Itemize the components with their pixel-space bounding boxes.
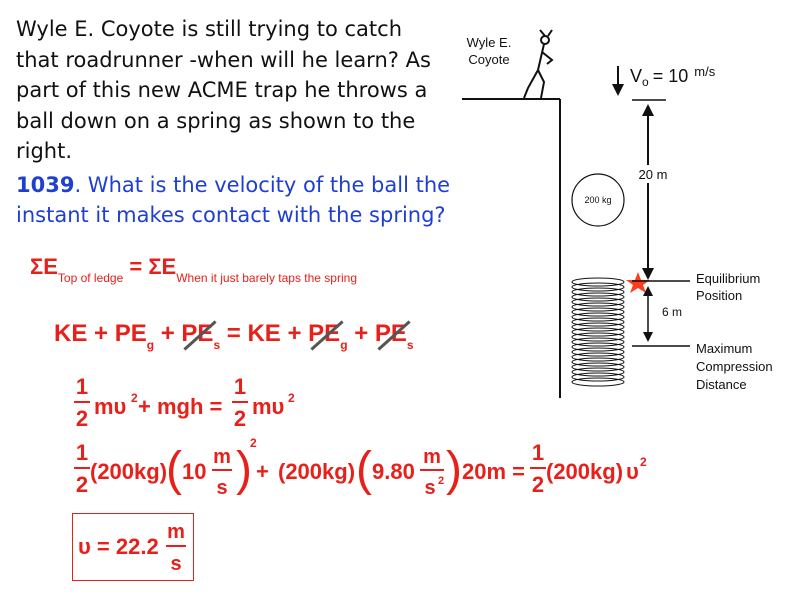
line2-plus: +	[256, 459, 269, 484]
compression-label: 6 m	[662, 305, 682, 319]
equilibrium-label-line2: Position	[696, 288, 742, 303]
velocity-value: = 10	[653, 66, 689, 86]
line2-unit1-den: s	[216, 477, 227, 499]
height-label: 20 m	[639, 167, 668, 182]
line2-unit2-num: m	[423, 446, 441, 468]
compression-arrow-up-icon	[643, 286, 653, 296]
line2-mass1: (200kg)	[90, 459, 167, 484]
line2-paren2-close: )	[446, 443, 462, 496]
max-label-line3: Distance	[696, 377, 747, 392]
answer-box	[72, 513, 194, 581]
height-arrow-up-icon	[642, 104, 654, 116]
velocity-sub: o	[642, 75, 649, 89]
line2-unit2-sq: 2	[438, 475, 444, 487]
coyote-label-line1: Wyle E.	[467, 35, 512, 50]
energy-terms-equation: KE + PEg + PEs = KE + PEg + PEs	[54, 320, 414, 352]
terms-g-left: g	[146, 338, 155, 352]
terms-pe-gravity-right-cancelled: PE	[308, 320, 341, 347]
line2-frac2-den: 2	[532, 472, 544, 497]
terms-pe-spring-left-cancelled: PE	[181, 320, 214, 347]
height-label-bg	[634, 165, 670, 183]
line2-distance: 20m =	[462, 459, 525, 484]
line1-frac2-num: 1	[234, 374, 246, 399]
line2-paren2-open: (	[356, 443, 372, 496]
answer-lhs: υ = 22.2	[78, 534, 159, 559]
intro-paragraph: Wyle E. Coyote is still trying to catch …	[16, 17, 431, 163]
energy-sum-right: = ΣE	[123, 254, 177, 279]
height-arrow-down-icon	[642, 268, 654, 280]
line2-upsilon: υ	[626, 459, 639, 484]
line2-unit2-den: s	[424, 477, 435, 499]
line2-unit1-num: m	[213, 446, 231, 468]
line2-frac1-num: 1	[76, 440, 88, 465]
terms-plus-left: +	[154, 320, 182, 347]
max-label-line1: Maximum	[696, 341, 752, 356]
line1-mv: mυ	[94, 394, 126, 419]
coyote-figure-icon	[523, 29, 554, 99]
ball	[571, 173, 625, 227]
answer-unit-den: s	[170, 553, 181, 575]
line1-mgh: + mgh =	[138, 394, 222, 419]
terms-s-right: s	[406, 338, 414, 352]
answer-unit-num: m	[167, 521, 185, 543]
line2-gravity: 9.80	[372, 459, 415, 484]
contact-star-icon	[626, 272, 650, 293]
line1-mv2: mυ	[252, 394, 284, 419]
line2-mass2: (200kg)	[278, 459, 355, 484]
line2-frac2-num: 1	[532, 440, 544, 465]
line1-sq2: 2	[288, 391, 295, 405]
line2-frac1-den: 2	[76, 472, 88, 497]
velocity-v: V	[630, 66, 642, 86]
question-number: 1039	[16, 173, 75, 197]
energy-sub-left: Top of ledge	[57, 271, 124, 285]
line2-sq2: 2	[640, 455, 647, 469]
question-body: . What is the velocity of the ball the i…	[16, 173, 451, 227]
line2-mass3: (200kg)	[546, 459, 623, 484]
terms-ke-left: KE + PE	[54, 320, 147, 347]
spring-icon	[571, 277, 625, 387]
line1-frac2-den: 2	[234, 406, 246, 431]
line2-ten: 10	[182, 459, 206, 484]
line1-frac1-den: 2	[76, 406, 88, 431]
ball-label: 200 kg	[584, 195, 611, 205]
coyote-label-line2: Coyote	[468, 52, 509, 67]
question-text: 1039. What is the velocity of the ball t…	[16, 170, 486, 230]
line1-frac1-num: 1	[76, 374, 88, 399]
terms-plus-right: +	[347, 320, 375, 347]
terms-equals-ke: = KE +	[220, 320, 309, 347]
terms-s-left: s	[213, 338, 221, 352]
terms-pe-spring-right-cancelled: PE	[374, 320, 407, 347]
terms-g-right: g	[340, 338, 348, 352]
line1-sq1: 2	[131, 391, 138, 405]
energy-sub-right: When it just barely taps the spring	[176, 271, 357, 285]
max-label-line2: Compression	[696, 359, 773, 374]
energy-sum-left: ΣE	[30, 254, 58, 279]
velocity-unit: m/s	[694, 64, 715, 79]
compression-arrow-down-icon	[643, 332, 653, 342]
energy-conservation-equation: ΣETop of ledge = ΣEWhen it just barely t…	[30, 254, 357, 285]
velocity-arrowhead-icon	[612, 84, 624, 96]
line2-sq1: 2	[250, 436, 257, 450]
line2-paren-open: (	[166, 443, 182, 496]
equilibrium-label-line1: Equilibrium	[696, 271, 760, 286]
line2-paren-close: )	[236, 443, 252, 496]
velocity-label: Vo = 10 m/s	[630, 64, 716, 89]
